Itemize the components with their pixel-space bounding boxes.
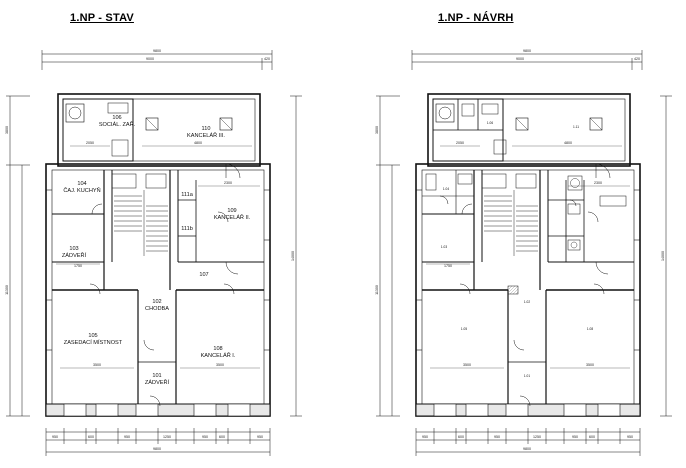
room-111a-num: 111a <box>181 192 194 198</box>
dim-bottom-seg6: 600 <box>219 435 225 439</box>
room-1-05-num: 1.05 <box>461 327 467 331</box>
plan-existing <box>6 50 302 456</box>
room-104-name: ČAJ. KUCHYŇ <box>63 187 100 194</box>
dim-inner-f: 3500 <box>93 363 101 367</box>
dim-r-inner-d: 1750 <box>444 264 452 268</box>
dim-r-inner-b: 4800 <box>564 141 572 145</box>
dim-r-top-left: 9000 <box>516 57 524 61</box>
dim-bottom-seg2: 600 <box>88 435 94 439</box>
room-107-num: 107 <box>199 272 208 278</box>
dim-left-upper: 3800 <box>5 126 9 134</box>
dim-bottom-seg1: 950 <box>52 435 58 439</box>
dim-r-inner-g: 3500 <box>586 363 594 367</box>
dim-inner-a: 2050 <box>86 141 94 145</box>
dim-r-top-right: 420 <box>634 57 640 61</box>
dim-inner-d: 1750 <box>74 264 82 268</box>
right-labels: 1.06 1.11 1.04 1.03 1.05 1.08 1.01 1.02 … <box>375 49 665 451</box>
room-1-03-num: 1.03 <box>441 245 447 249</box>
room-105-name: ZASEDACÍ MÍSTNOST <box>64 339 123 346</box>
dim-r-top-total: 9800 <box>523 49 531 53</box>
room-1-11-num: 1.11 <box>573 125 579 129</box>
dim-bottom-total: 9800 <box>153 447 161 451</box>
dim-top-left: 9000 <box>146 57 154 61</box>
room-101-num: 101 <box>152 373 161 379</box>
dim-right-total: 14000 <box>291 251 295 261</box>
room-1-06-num: 1.06 <box>487 121 493 125</box>
room-109-name: KANCELÁŘ II. <box>214 213 251 221</box>
dim-inner-b: 4800 <box>194 141 202 145</box>
room-1-01-num: 1.01 <box>524 374 530 378</box>
dim-inner-g: 3500 <box>216 363 224 367</box>
dim-r-inner-f: 3500 <box>463 363 471 367</box>
room-1-04-num: 1.04 <box>443 187 449 191</box>
dim-top-total: 9800 <box>153 49 161 53</box>
dim-r-bottom-seg1: 950 <box>422 435 428 439</box>
room-104-num: 104 <box>77 181 86 187</box>
room-103-num: 103 <box>69 246 78 252</box>
room-106-name: SOCIÁL. ZAŘ. <box>99 120 136 128</box>
left-labels: 106 SOCIÁL. ZAŘ. 110 KANCELÁŘ III. 104 Č… <box>5 49 295 451</box>
dim-r-bottom-seg3: 950 <box>494 435 500 439</box>
room-108-name: KANCELÁŘ I. <box>201 351 236 359</box>
dim-r-left-total: 11300 <box>375 285 379 295</box>
dim-r-right-total: 14000 <box>661 251 665 261</box>
dim-r-bottom-seg4: 1250 <box>533 435 541 439</box>
room-111b-num: 111b <box>181 226 193 232</box>
dim-r-bottom-seg5: 950 <box>572 435 578 439</box>
room-110-name: KANCELÁŘ III. <box>187 131 225 139</box>
room-109-num: 109 <box>227 208 236 214</box>
room-102-num: 102 <box>152 299 161 305</box>
plan-proposal <box>376 50 672 456</box>
dim-bottom-seg5: 950 <box>202 435 208 439</box>
room-108-num: 108 <box>213 346 222 352</box>
dim-r-inner-c: 2300 <box>594 181 602 185</box>
dim-r-left-upper: 3800 <box>375 126 379 134</box>
dim-top-right: 420 <box>264 57 270 61</box>
title-proposal: 1.NP - NÁVRH <box>438 12 514 24</box>
dim-r-bottom-seg7: 950 <box>627 435 633 439</box>
title-existing: 1.NP - STAV <box>70 12 134 24</box>
dim-left-total: 11300 <box>5 285 9 295</box>
dim-inner-c: 2300 <box>224 181 232 185</box>
dim-r-bottom-seg2: 600 <box>458 435 464 439</box>
dim-r-inner-a: 2050 <box>456 141 464 145</box>
room-102-name: CHODBA <box>145 306 169 312</box>
dim-bottom-seg4: 1250 <box>163 435 171 439</box>
dim-bottom-seg3: 950 <box>124 435 130 439</box>
room-106-num: 106 <box>112 115 121 121</box>
room-1-08-num: 1.08 <box>587 327 593 331</box>
room-110-num: 110 <box>202 126 211 132</box>
dim-bottom-seg7: 950 <box>257 435 263 439</box>
room-101-name: ZÁDVEŘÍ <box>145 378 170 386</box>
dim-r-bottom-seg6: 600 <box>589 435 595 439</box>
room-103-name: ZÁDVEŘÍ <box>62 251 87 259</box>
room-105-num: 105 <box>88 333 97 339</box>
dim-r-bottom-total: 9800 <box>523 447 531 451</box>
room-1-02-num: 1.02 <box>524 300 530 304</box>
